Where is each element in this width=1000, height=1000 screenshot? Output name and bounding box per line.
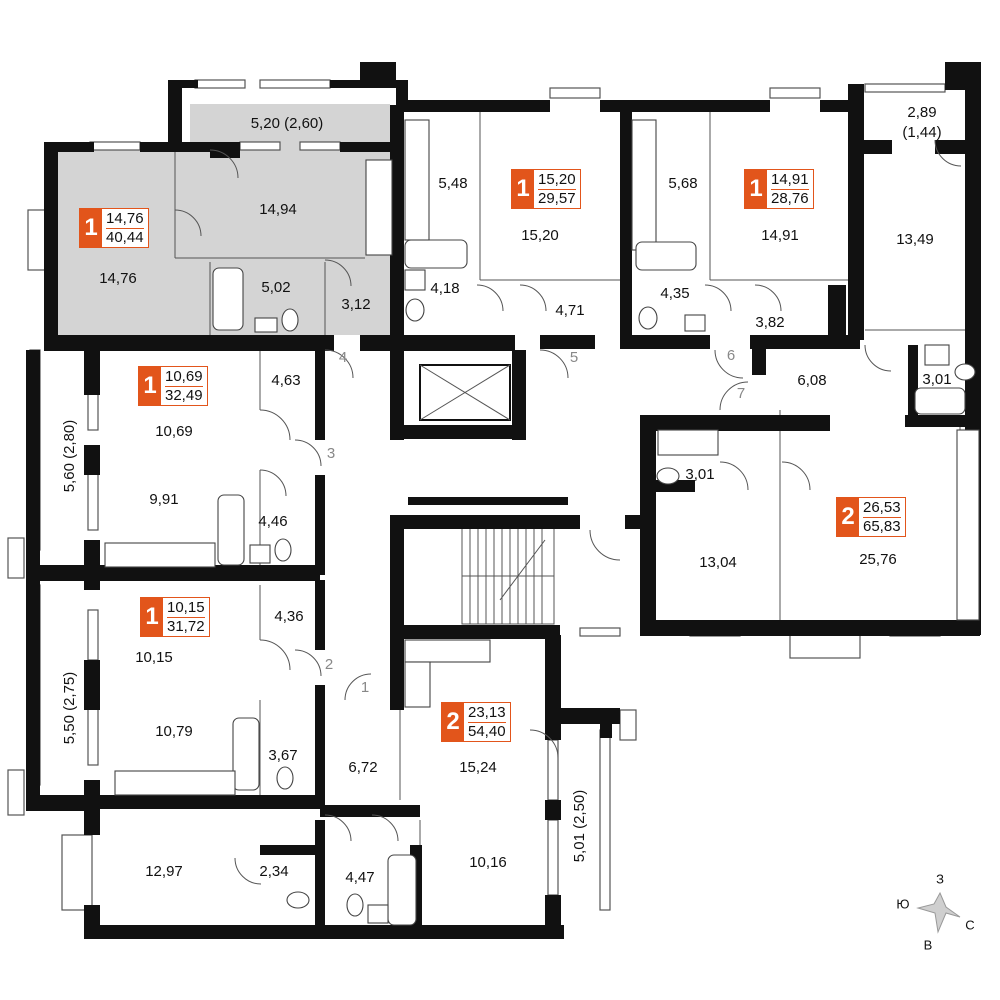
door-number: 3 (327, 445, 335, 462)
room-label: 5,50 (2,75) (61, 672, 78, 745)
apartment-room-count: 1 (512, 170, 534, 208)
doors (174, 139, 962, 885)
room-label: 5,02 (261, 279, 290, 296)
compass-west: Ю (896, 896, 909, 911)
room-label: 15,24 (459, 759, 497, 776)
room-label: 5,01 (2,50) (571, 790, 588, 863)
apartment-living-area: 10,15 (167, 598, 205, 618)
apartment-total-area: 65,83 (863, 517, 901, 535)
apartment-total-area: 40,44 (106, 228, 144, 246)
room-label: 12,97 (145, 863, 183, 880)
room-label: 13,04 (699, 554, 737, 571)
room-label: 4,35 (660, 285, 689, 302)
compass-south: В (924, 937, 933, 952)
door-number: 4 (339, 349, 347, 366)
room-label: 14,94 (259, 201, 297, 218)
room-label: 5,68 (668, 175, 697, 192)
walls (26, 62, 981, 939)
room-label: 5,60 (2,80) (61, 420, 78, 493)
room-label: (1,44) (902, 124, 941, 141)
apartment-total-area: 54,40 (468, 722, 506, 740)
room-label: 6,08 (797, 372, 826, 389)
room-label: 10,15 (135, 649, 173, 666)
apartment-room-count: 2 (442, 703, 464, 741)
room-labels: 5,20 (2,60) 14,94 14,76 5,02 3,12 5,48 1… (61, 104, 952, 886)
compass-east: С (965, 917, 974, 932)
room-label: 25,76 (859, 551, 897, 568)
elevator-shaft (419, 364, 511, 421)
room-label: 4,46 (258, 513, 287, 530)
door-number: 2 (325, 656, 333, 673)
room-label: 3,82 (755, 314, 784, 331)
room-label: 10,69 (155, 423, 193, 440)
door-number: 7 (737, 385, 745, 402)
apartment-room-count: 1 (139, 367, 161, 405)
room-label: 3,01 (685, 466, 714, 483)
room-label: 6,72 (348, 759, 377, 776)
room-label: 9,91 (149, 491, 178, 508)
compass-star-icon (916, 891, 961, 934)
door-numbers: 1 2 3 4 5 6 7 (325, 347, 745, 696)
room-label: 3,12 (341, 296, 370, 313)
apartment-living-area: 15,20 (538, 170, 576, 190)
room-label: 2,89 (907, 104, 936, 121)
apartment-total-area: 32,49 (165, 386, 203, 404)
compass: З Ю С В (896, 871, 974, 952)
room-label: 3,01 (922, 371, 951, 388)
door-number: 5 (570, 349, 578, 366)
room-label: 2,34 (259, 863, 288, 880)
room-label: 13,49 (896, 231, 934, 248)
apartment-room-count: 1 (745, 170, 767, 208)
stairs (461, 527, 555, 625)
apartment-room-count: 1 (141, 598, 163, 636)
apartment-living-area: 14,91 (771, 170, 809, 190)
compass-north: З (936, 871, 944, 886)
room-label: 10,79 (155, 723, 193, 740)
fixtures (104, 119, 980, 926)
room-label: 4,47 (345, 869, 374, 886)
apartment-living-area: 26,53 (863, 498, 901, 518)
apartment-total-area: 28,76 (771, 189, 809, 207)
apartment-living-area: 14,76 (106, 209, 144, 229)
room-label: 5,48 (438, 175, 467, 192)
room-label: 4,36 (274, 608, 303, 625)
apartment-room-count: 2 (837, 498, 859, 536)
door-number: 1 (361, 679, 369, 696)
room-label: 5,20 (2,60) (251, 115, 324, 132)
room-label: 14,76 (99, 270, 137, 287)
apartment-total-area: 29,57 (538, 189, 576, 207)
room-label: 4,71 (555, 302, 584, 319)
room-label: 10,16 (469, 854, 507, 871)
room-label: 3,67 (268, 747, 297, 764)
apartment-living-area: 10,69 (165, 367, 203, 387)
room-label: 14,91 (761, 227, 799, 244)
apartment-room-count: 1 (80, 209, 102, 247)
room-label: 15,20 (521, 227, 559, 244)
door-number: 6 (727, 347, 735, 364)
apartment-total-area: 31,72 (167, 617, 205, 635)
room-label: 4,18 (430, 280, 459, 297)
apartment-living-area: 23,13 (468, 703, 506, 723)
room-label: 4,63 (271, 372, 300, 389)
